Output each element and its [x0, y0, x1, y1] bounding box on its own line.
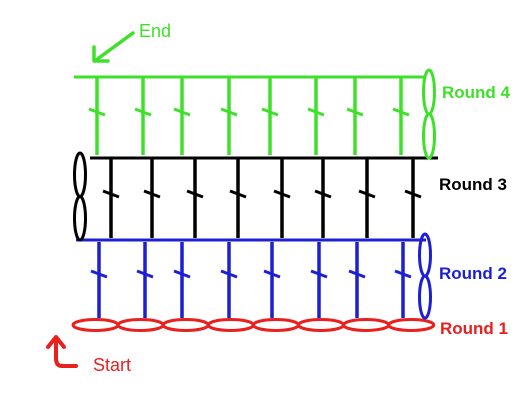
stitch-cross-mark [173, 269, 191, 279]
stitch-cross-mark [173, 107, 191, 117]
stitch-cross-mark [392, 107, 410, 117]
round-3-label: Round 3 [439, 175, 507, 194]
round-3-stitches [73, 151, 438, 242]
stitch-cross-mark [134, 107, 152, 117]
stitch-cross-mark [404, 189, 422, 199]
round-4-stitches [74, 68, 436, 160]
turning-chain [73, 151, 87, 198]
chain-stitch [251, 318, 300, 332]
stitch-cross-mark [394, 269, 412, 279]
chain-stitch [116, 318, 165, 332]
stitch-cross-mark [307, 107, 325, 117]
stitch-cross-mark [136, 269, 154, 279]
stitch-cross-mark [314, 189, 332, 199]
round-1-label: Round 1 [440, 319, 508, 338]
stitch-cross-mark [358, 189, 376, 199]
chain-stitch [342, 318, 391, 332]
round-2-stitches [76, 232, 432, 320]
turning-chain [422, 68, 436, 116]
stitch-cross-mark [90, 269, 108, 279]
stitch-cross-mark [229, 189, 247, 199]
stitch-cross-mark [261, 107, 279, 117]
start-arrow-icon [46, 335, 78, 368]
round-2-label: Round 2 [439, 264, 507, 283]
chain-stitch [161, 318, 210, 332]
chain-stitch [297, 318, 345, 332]
round-1-chains [71, 318, 436, 332]
turning-chain [422, 112, 436, 160]
start-label: Start [93, 355, 131, 375]
round-4-label: Round 4 [442, 83, 511, 102]
stitch-cross-mark [102, 189, 120, 199]
stitch-cross-mark [310, 269, 328, 279]
chain-stitch [387, 318, 436, 332]
turning-chain [418, 274, 432, 320]
end-arrow-icon [92, 31, 135, 63]
stitch-cross-mark [346, 107, 364, 117]
turning-chain [73, 195, 87, 242]
stitch-cross-mark [220, 269, 238, 279]
chain-stitch [71, 318, 120, 332]
stitch-cross-mark [220, 107, 238, 117]
stitch-cross-mark [143, 189, 161, 199]
end-label: End [139, 21, 171, 41]
stitch-cross-mark [273, 189, 291, 199]
stitch-cross-mark [263, 269, 281, 279]
chain-stitch [206, 318, 255, 332]
stitch-cross-mark [186, 189, 204, 199]
stitch-cross-mark [88, 107, 106, 117]
stitch-cross-mark [348, 269, 366, 279]
